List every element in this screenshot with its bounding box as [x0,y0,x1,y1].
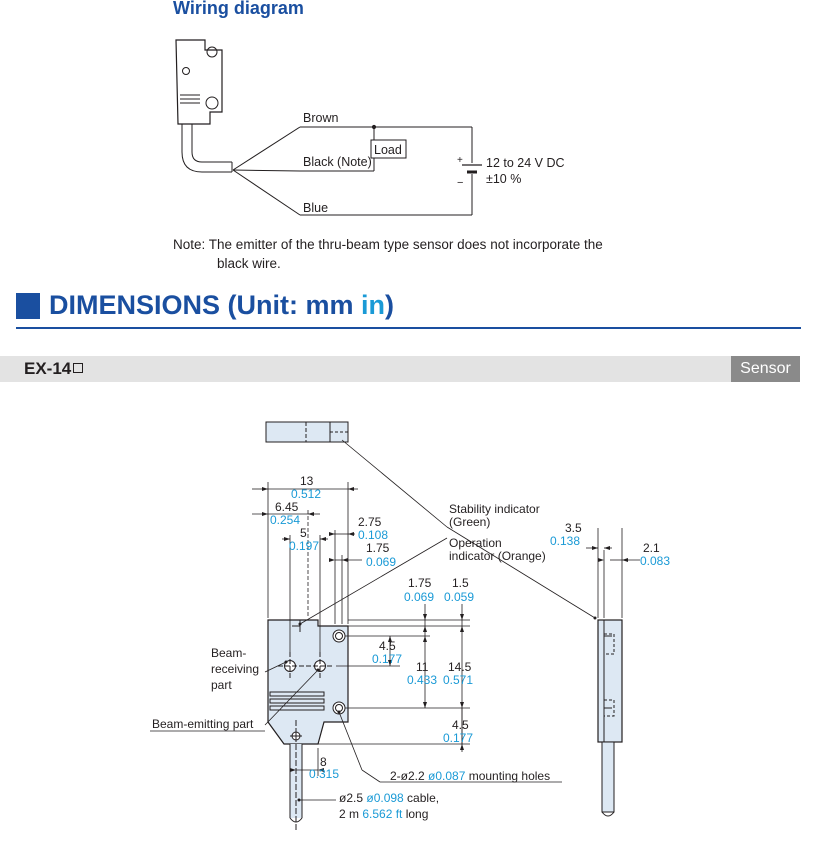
dim-645-in: 0.254 [270,513,300,527]
supply-label-2: ±10 % [486,172,521,186]
dim-13-in: 0.512 [291,487,321,501]
dim-8-mm: 8 [320,755,327,769]
plus-label: + [457,155,463,166]
dim-15-mm: 1.5 [452,576,469,590]
model-label: EX-14 [24,359,84,379]
top-view [265,421,349,443]
wiring-labels: Brown Black (Note) Blue Load + − 12 to 2… [303,111,565,215]
beam-emitting-label: Beam-emitting part [152,717,254,731]
dim-11-in: 0.433 [407,673,437,687]
wiring-sensor-hole-small [182,67,190,75]
dim-13-mm: 13 [300,474,314,488]
dim-145-mm: 14.5 [448,660,472,674]
dim-275-mm: 2.75 [358,515,382,529]
note: Note: The emitter of the thru-beam type … [173,235,693,273]
dimensions-header: DIMENSIONS (Unit: mm in) [16,289,801,329]
inch-unit: in [361,290,386,320]
side-body [597,619,623,743]
black-wire [232,169,301,172]
mount-hole-top [332,629,346,643]
blue-label: Blue [303,201,328,215]
brown-label: Brown [303,111,338,125]
wiring-sensor-hole-top [206,46,218,58]
sensor-body [267,619,349,745]
dim-5-mm: 5 [300,526,307,540]
note-line-2: black wire. [217,256,281,271]
wiring-diagram [175,39,482,216]
mounting-holes-label: 2-ø2.2 ø0.087 mounting holes [390,769,550,783]
dim-275-in: 0.108 [358,528,388,542]
dim-21-mm: 2.1 [643,541,660,555]
callout-labels: Stability indicator (Green) Operation in… [152,502,550,821]
dimension-values: 13 0.512 6.45 0.254 5 0.197 2.75 0.108 1… [270,474,670,781]
stability-indicator-color: (Green) [449,515,490,529]
dim-175b-in: 0.069 [404,590,434,604]
dimension-lines [150,439,640,801]
sensor-tag: Sensor [731,356,800,382]
section-square-icon [16,293,40,319]
black-label: Black (Note) [303,155,372,169]
dim-45a-mm: 4.5 [379,639,396,653]
wiring-sensor-body [175,39,223,125]
wiring-diagram-title: Wiring diagram [173,0,304,18]
side-view [597,619,623,817]
dim-15-in: 0.059 [444,590,474,604]
load-box [370,139,407,159]
beam-receiving-label-1: Beam- [211,646,246,660]
note-prefix: Note: [173,237,206,252]
dim-175a-in: 0.069 [366,555,396,569]
dim-8-in: 0.315 [309,767,339,781]
operation-indicator-color: indicator (Orange) [449,549,546,563]
side-cable [601,741,615,813]
dim-45b-in: 0.177 [443,731,473,745]
cable-label-1: ø2.5 ø0.098 cable, [339,791,439,805]
dimensions-title: DIMENSIONS (Unit: mm in) [49,290,395,320]
brown-wire [232,126,301,171]
front-view [267,619,349,830]
dim-5-in: 0.197 [289,539,319,553]
stability-indicator-label: Stability indicator [449,502,540,516]
dim-35-mm: 3.5 [565,521,582,535]
beam-receiving-label-2: receiving [211,662,259,676]
blue-wire [232,169,301,216]
load-label: Load [374,143,402,157]
dim-11-mm: 11 [416,660,429,674]
supply-label-1: 12 to 24 V DC [486,156,565,170]
wiring-cable [181,124,232,173]
minus-label: − [457,177,463,189]
dim-45a-in: 0.177 [372,652,402,666]
operation-indicator-label: Operation [449,536,502,550]
beam-receiving-label-3: part [211,678,232,692]
wiring-sensor-hole-bottom [205,96,219,110]
dim-175a-mm: 1.75 [366,541,390,555]
model-bar: EX-14 Sensor [0,356,800,382]
dimension-arrows [262,487,628,802]
cable-label-2: 2 m 6.562 ft long [339,807,428,821]
dim-175b-mm: 1.75 [408,576,432,590]
dim-145-in: 0.571 [443,673,473,687]
dim-645-mm: 6.45 [275,500,299,514]
model-suffix-square-icon [73,363,84,373]
dim-45b-mm: 4.5 [452,718,469,732]
dim-21-in: 0.083 [640,554,670,568]
note-line-1: The emitter of the thru-beam type sensor… [208,237,603,252]
dim-35-in: 0.138 [550,534,580,548]
